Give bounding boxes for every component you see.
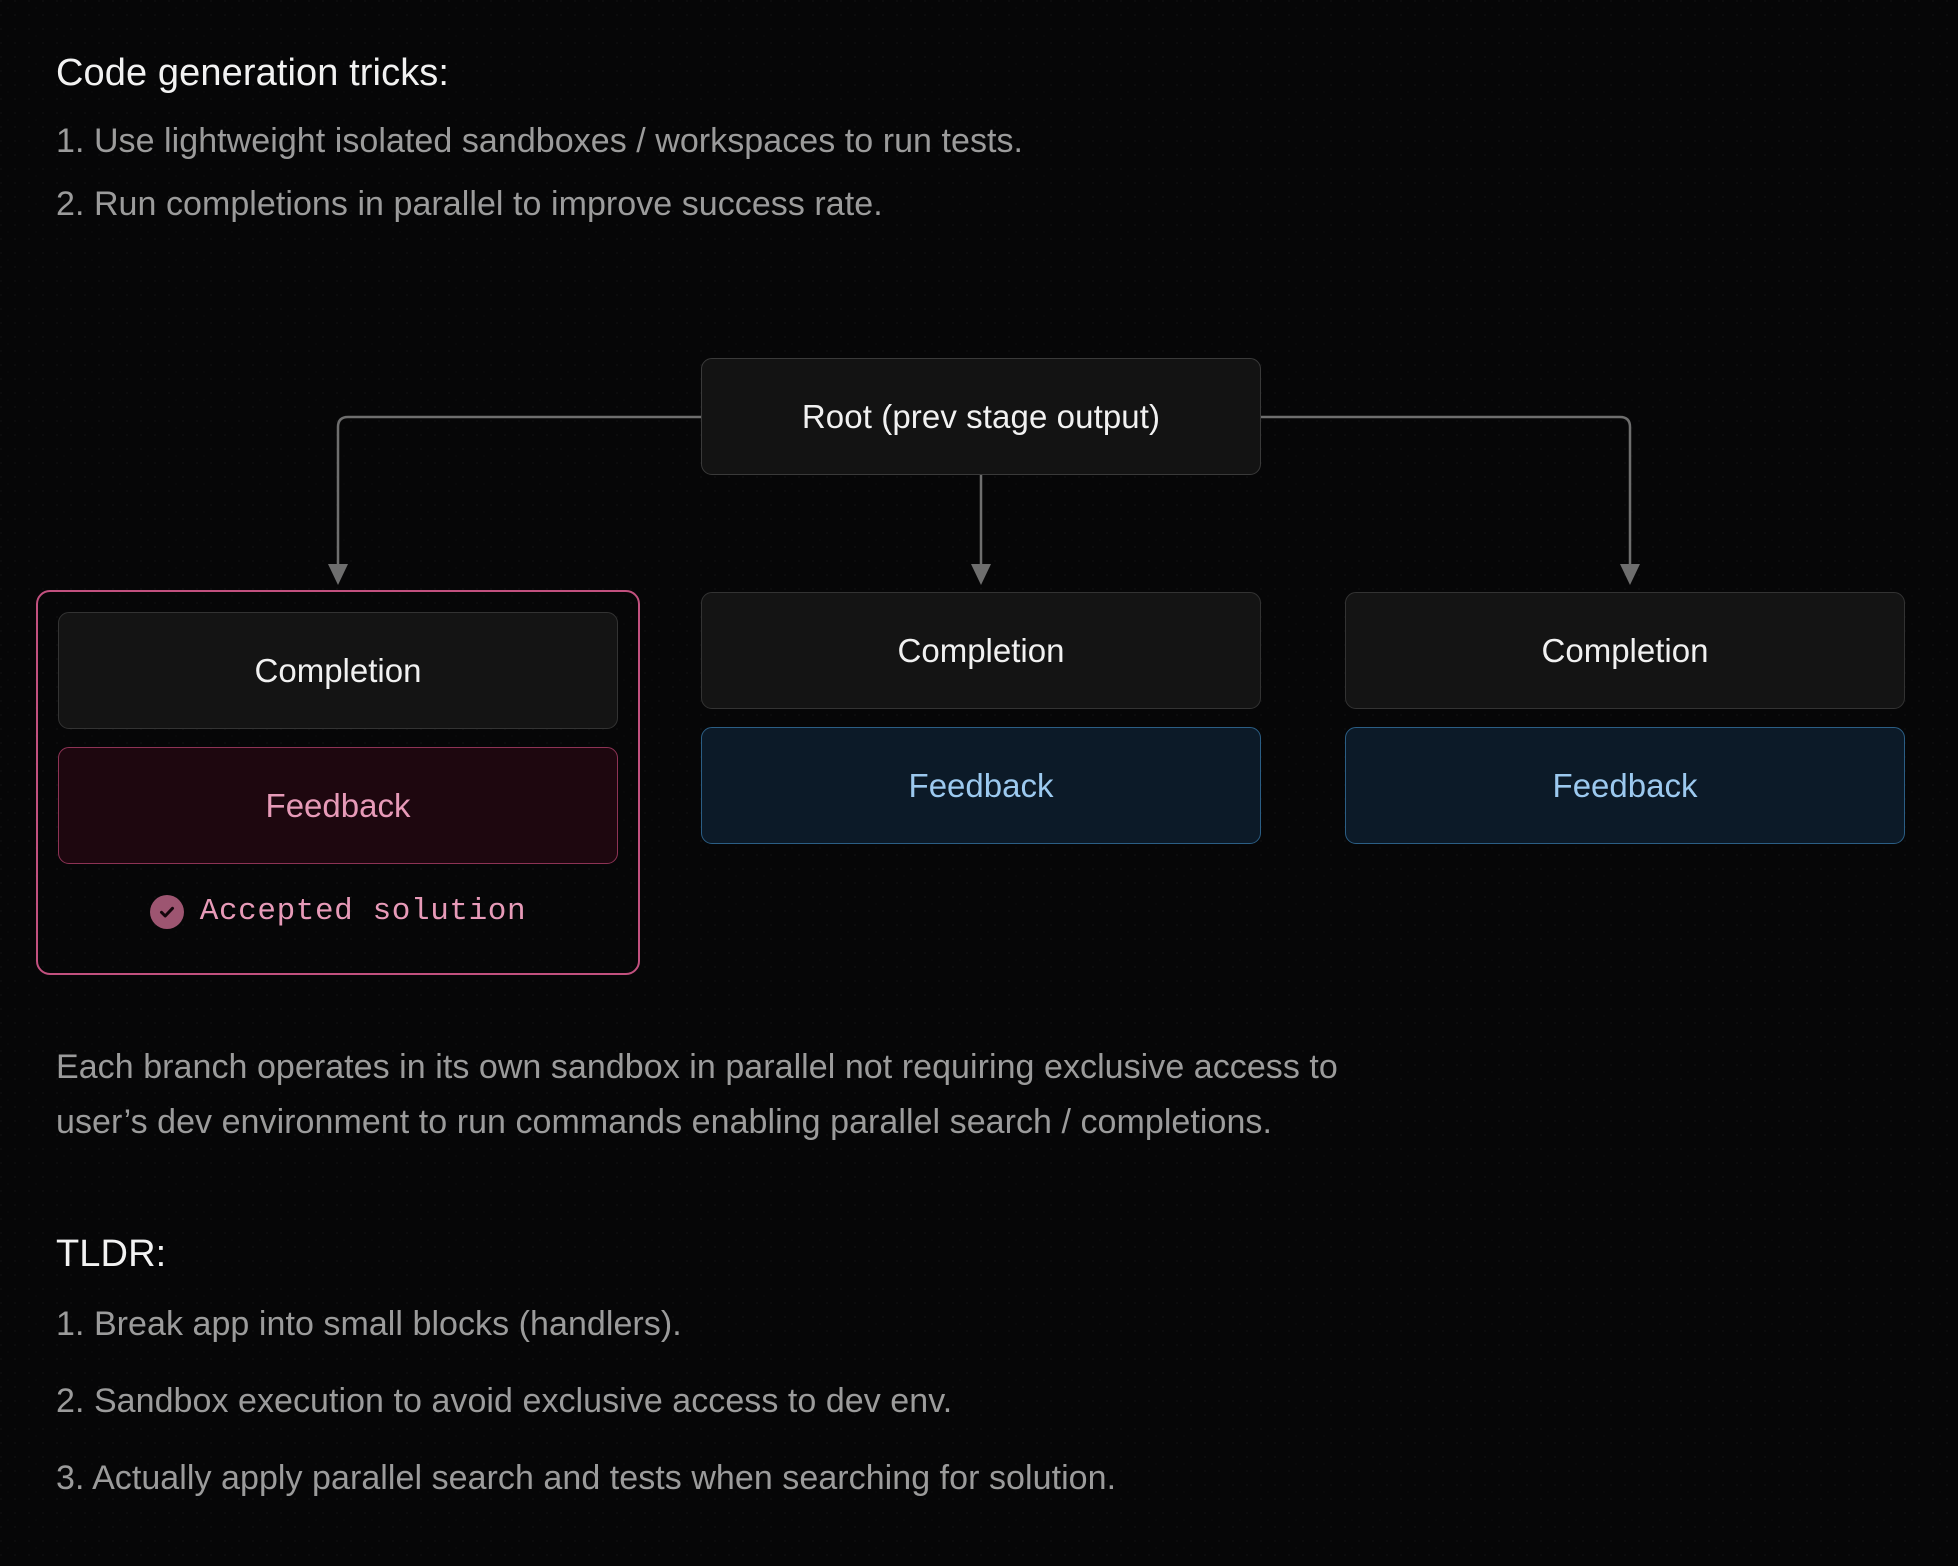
section-heading-tldr: TLDR: [56,1233,167,1275]
branch-2-completion-node[interactable]: Completion [1345,592,1905,709]
arrowhead-branch-2 [1620,564,1640,585]
branch-2-feedback-node[interactable]: Feedback [1345,727,1905,844]
section-heading-code-generation-tricks: Code generation tricks: [56,52,450,94]
arrowhead-branch-1 [971,564,991,585]
branch-0-highlight-frame [36,590,640,975]
branch-0-accepted-status: Accepted solution [58,894,618,929]
branch-1-feedback-node[interactable]: Feedback [701,727,1261,844]
root-node-label: Root (prev stage output) [801,397,1161,435]
branch-2-completion-label: Completion [1541,631,1709,669]
branch-0-status-label: Accepted solution [199,894,527,929]
diagram-branch-2[interactable]: Completion Feedback [1345,592,1905,844]
branch-0-feedback-node[interactable]: Feedback [58,747,618,864]
branch-0-feedback-label: Feedback [265,786,411,824]
tldr-list-item-2: 2. Sandbox execution to avoid exclusive … [56,1382,953,1420]
body-paragraph-line-1: Each branch operates in its own sandbox … [56,1048,1338,1086]
tricks-list-item-2: 2. Run completions in parallel to improv… [56,185,883,223]
branch-1-feedback-label: Feedback [908,766,1054,804]
arrowhead-branch-0 [328,564,348,585]
body-paragraph-line-2: user’s dev environment to run commands e… [56,1103,1272,1141]
branch-0-completion-node[interactable]: Completion [58,612,618,729]
diagram-branch-1[interactable]: Completion Feedback [701,592,1261,844]
check-circle-icon [149,894,184,929]
parallel-completion-diagram: Root (prev stage output) Completion Feed… [0,340,1958,1000]
branch-2-feedback-label: Feedback [1552,766,1698,804]
tldr-list-item-1: 1. Break app into small blocks (handlers… [56,1305,682,1343]
branch-1-completion-label: Completion [897,631,1065,669]
tldr-list-item-3: 3. Actually apply parallel search and te… [56,1459,1117,1497]
diagram-branch-0[interactable]: Completion Feedback Accepted solution [36,590,640,975]
branch-1-completion-node[interactable]: Completion [701,592,1261,709]
branch-0-completion-label: Completion [254,651,422,689]
tricks-list-item-1: 1. Use lightweight isolated sandboxes / … [56,122,1024,160]
diagram-node-root[interactable]: Root (prev stage output) [701,358,1261,475]
